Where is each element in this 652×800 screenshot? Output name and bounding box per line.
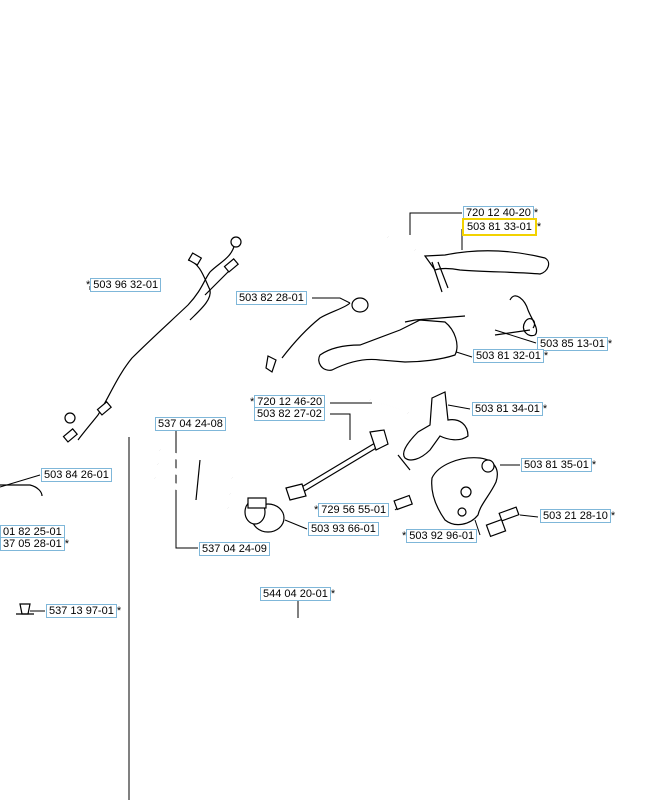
part-label[interactable]: 503 81 34-01* bbox=[472, 402, 548, 416]
part-label[interactable]: 01 82 25-01 bbox=[0, 525, 65, 539]
spring bbox=[494, 295, 538, 337]
part-number[interactable]: 729 56 55-01 bbox=[318, 503, 390, 517]
connector bbox=[244, 497, 285, 533]
label-prefix: * bbox=[250, 396, 255, 408]
part-label[interactable]: 503 81 35-01* bbox=[521, 458, 597, 472]
label-suffix: * bbox=[607, 338, 613, 350]
part-label[interactable]: 537 04 24-08 bbox=[155, 417, 226, 431]
screw-small bbox=[16, 603, 34, 615]
part-number[interactable]: 503 84 26-01 bbox=[41, 468, 112, 482]
tubes bbox=[153, 447, 234, 511]
part-number[interactable]: 503 81 34-01 bbox=[472, 402, 543, 416]
label-suffix: * bbox=[116, 605, 122, 617]
part-number[interactable]: 720 12 40-20 bbox=[463, 206, 534, 220]
part-label[interactable]: *503 92 96-01 bbox=[402, 529, 478, 543]
part-label[interactable]: *720 12 46-20 bbox=[250, 395, 326, 409]
part-number[interactable]: 720 12 46-20 bbox=[254, 395, 326, 409]
label-suffix: * bbox=[610, 510, 616, 522]
part-label[interactable]: *503 96 32-01 bbox=[86, 278, 162, 292]
part-number[interactable]: 537 13 97-01 bbox=[46, 604, 117, 618]
part-label[interactable]: 503 82 28-01 bbox=[236, 291, 307, 305]
part-label[interactable]: *729 56 55-01 bbox=[314, 503, 390, 517]
label-suffix: * bbox=[64, 538, 69, 550]
throttle-lockout bbox=[387, 235, 550, 293]
part-number[interactable]: 503 81 32-01 bbox=[473, 349, 544, 363]
part-number[interactable]: 544 04 20-01 bbox=[260, 587, 331, 601]
part-label[interactable]: 503 82 27-02 bbox=[254, 407, 325, 421]
label-suffix: * bbox=[533, 207, 539, 219]
part-label[interactable]: 544 04 20-01* bbox=[260, 587, 336, 601]
label-suffix: * bbox=[591, 459, 597, 471]
part-label-highlighted[interactable]: 503 81 33-01* bbox=[462, 218, 542, 236]
part-number[interactable]: 537 04 24-08 bbox=[155, 417, 226, 431]
part-number[interactable]: 503 85 13-01 bbox=[537, 337, 608, 351]
screws bbox=[393, 494, 520, 538]
part-number[interactable]: 503 81 35-01 bbox=[521, 458, 592, 472]
lever bbox=[397, 391, 469, 471]
part-number[interactable]: 503 81 33-01 bbox=[462, 218, 537, 236]
part-label[interactable]: 503 81 32-01* bbox=[473, 349, 549, 363]
label-suffix: * bbox=[330, 588, 336, 600]
label-suffix: * bbox=[542, 403, 548, 415]
part-label[interactable]: 537 13 97-01* bbox=[46, 604, 122, 618]
part-number[interactable]: 503 96 32-01 bbox=[90, 278, 162, 292]
label-prefix: * bbox=[86, 279, 91, 291]
part-number[interactable]: 503 82 27-02 bbox=[254, 407, 325, 421]
part-number[interactable]: 01 82 25-01 bbox=[0, 525, 65, 539]
part-label[interactable]: 503 93 66-01 bbox=[308, 522, 379, 536]
throttle-trigger bbox=[265, 297, 466, 373]
label-suffix: * bbox=[536, 221, 542, 233]
part-label[interactable]: 503 84 26-01 bbox=[41, 468, 112, 482]
label-suffix: * bbox=[543, 350, 549, 362]
part-number[interactable]: 503 82 28-01 bbox=[236, 291, 307, 305]
cable bbox=[0, 484, 43, 497]
control-rod bbox=[285, 429, 389, 501]
part-label[interactable]: 503 21 28-10* bbox=[540, 509, 616, 523]
part-number[interactable]: 37 05 28-01 bbox=[0, 537, 65, 551]
wire-harness bbox=[62, 236, 242, 443]
part-number[interactable]: 503 21 28-10 bbox=[540, 509, 611, 523]
part-number[interactable]: 503 92 96-01 bbox=[406, 529, 478, 543]
part-number[interactable]: 537 04 24-09 bbox=[199, 542, 270, 556]
label-prefix: * bbox=[314, 504, 319, 516]
bracket bbox=[431, 457, 498, 526]
part-label[interactable]: 503 85 13-01* bbox=[537, 337, 613, 351]
part-number[interactable]: 503 93 66-01 bbox=[308, 522, 379, 536]
part-label[interactable]: 537 04 24-09 bbox=[199, 542, 270, 556]
label-prefix: * bbox=[402, 530, 407, 542]
part-label[interactable]: 720 12 40-20* bbox=[463, 206, 539, 220]
part-label[interactable]: 37 05 28-01* bbox=[0, 537, 69, 551]
